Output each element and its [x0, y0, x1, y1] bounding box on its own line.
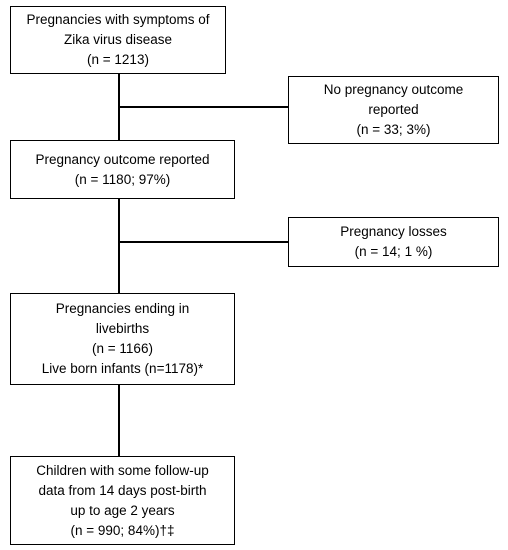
box-no-outcome-reported: No pregnancy outcome reported (n = 33; 3…: [288, 76, 499, 144]
box3-line-2: livebirths: [95, 321, 150, 336]
excluded1-line-2: reported: [368, 102, 419, 117]
box-livebirths: Pregnancies ending in livebirths (n = 11…: [10, 293, 235, 385]
connector-main-2: [118, 198, 120, 293]
excluded1-line-3: (n = 33; 3%): [356, 122, 431, 137]
excluded2-line-1: Pregnancy losses: [340, 224, 447, 239]
box4-line-1: Children with some follow-up: [36, 462, 209, 478]
box3-line-4: Live born infants (n=1178)*: [41, 361, 204, 376]
box4-line-3: up to age 2 years: [70, 502, 175, 518]
box1-line-3: (n = 1213): [87, 52, 149, 67]
box-pregnancy-losses: Pregnancy losses (n = 14; 1 %): [288, 217, 499, 267]
box3-line-1: Pregnancies ending in: [55, 301, 190, 316]
connector-branch-1: [118, 106, 288, 108]
connector-branch-2: [118, 241, 288, 243]
box-symptomatic-pregnancies: Pregnancies with symptoms of Zika virus …: [10, 6, 226, 74]
excluded2-line-2: (n = 14; 1 %): [354, 244, 433, 259]
box3-line-3: (n = 1166): [92, 341, 153, 356]
box2-line-1: Pregnancy outcome reported: [35, 151, 210, 167]
box1-line-2: Zika virus disease: [63, 32, 173, 47]
box-children-follow-up: Children with some follow-up data from 1…: [10, 456, 235, 545]
excluded1-line-1: No pregnancy outcome: [323, 82, 464, 97]
connector-main-3: [118, 384, 120, 456]
box4-line-2: data from 14 days post-birth: [38, 482, 207, 498]
box2-line-2: (n = 1180; 97%): [74, 171, 171, 187]
box-outcome-reported: Pregnancy outcome reported (n = 1180; 97…: [10, 140, 235, 199]
box1-line-1: Pregnancies with symptoms of: [26, 12, 210, 27]
box4-line-4: (n = 990; 84%)†‡: [70, 522, 175, 538]
